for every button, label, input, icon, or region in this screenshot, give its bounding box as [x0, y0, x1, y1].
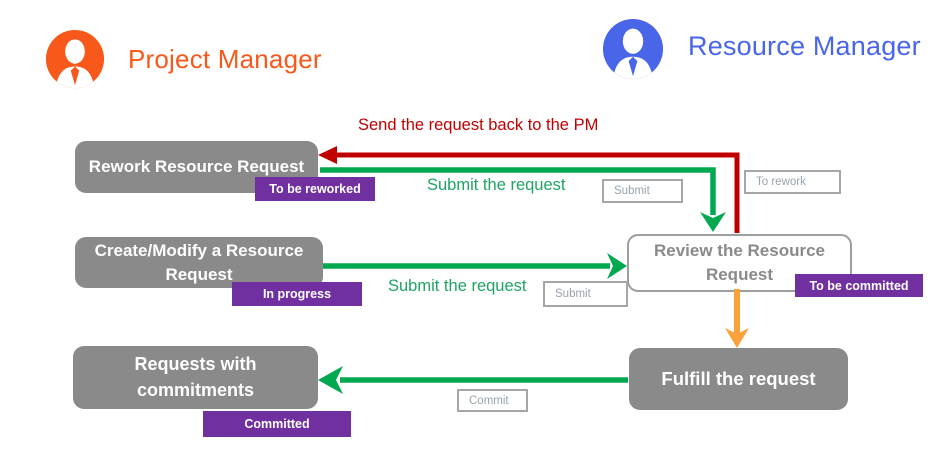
status-badge-in-progress: In progress	[232, 282, 362, 306]
node-fulfill-request: Fulfill the request	[629, 348, 848, 410]
node-requests-with-commitments: Requests with commitments	[73, 346, 318, 409]
commit-button[interactable]: Commit	[457, 389, 528, 412]
submit-mid-edge-label: Submit the request	[388, 277, 527, 295]
resource-manager-title: Resource Manager	[688, 31, 921, 61]
resource-manager-avatar-icon	[602, 18, 664, 80]
submit-top-edge-label: Submit the request	[427, 176, 566, 194]
fulfill-arrowhead	[725, 328, 749, 348]
status-badge-to-be-committed: To be committed	[795, 274, 923, 297]
submit-top-arrowhead	[700, 212, 726, 232]
project-manager-avatar-icon	[45, 29, 105, 89]
project-manager-title: Project Manager	[128, 44, 322, 74]
submit-mid-arrowhead	[607, 253, 627, 279]
send-back-arrowhead	[318, 146, 337, 164]
node-create-modify-resource-request: Create/Modify a Resource Request	[75, 237, 323, 288]
node-review-resource-request: Review the Resource Request	[627, 234, 852, 292]
send-back-edge-label: Send the request back to the PM	[358, 116, 599, 134]
status-badge-committed: Committed	[203, 411, 351, 437]
status-badge-to-be-reworked: To be reworked	[255, 177, 375, 201]
submit-button-top[interactable]: Submit	[602, 179, 683, 203]
submit-button-middle[interactable]: Submit	[543, 281, 628, 307]
commit-arrowhead	[318, 366, 343, 394]
to-rework-button[interactable]: To rework	[744, 170, 841, 194]
